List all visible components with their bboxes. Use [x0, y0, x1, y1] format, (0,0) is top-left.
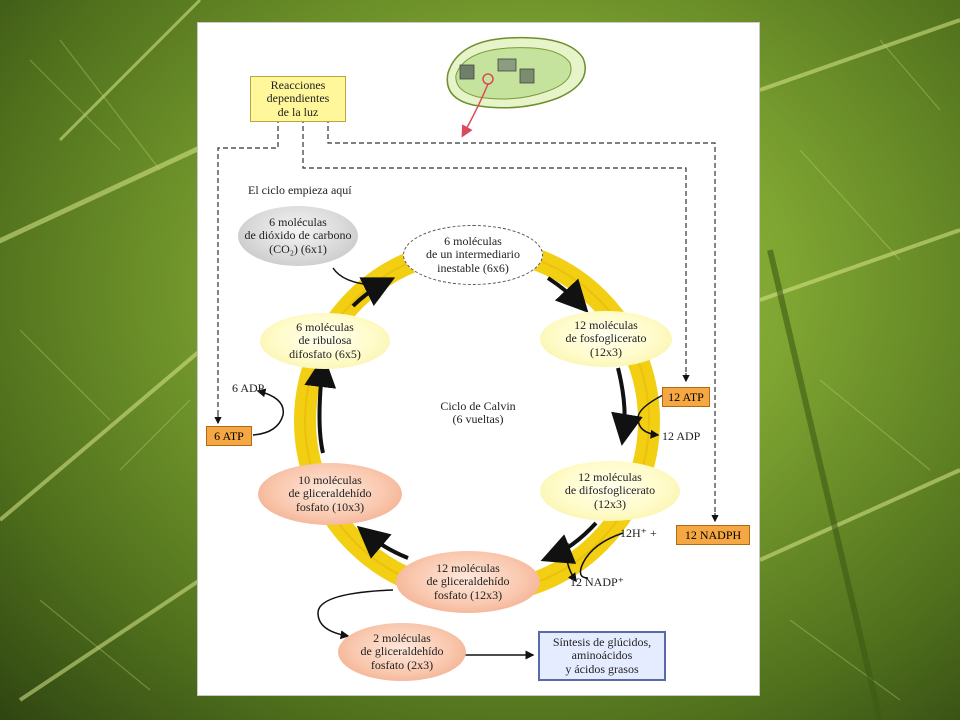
atp-12-box: 12 ATP: [662, 387, 710, 407]
light-reactions-box: Reacciones dependientes de la luz: [250, 76, 346, 122]
h-plus-label: 12H⁺ +: [620, 526, 657, 540]
g3p-2-node: 2 moléculas de gliceraldehído fosfato (2…: [338, 623, 466, 681]
nadp-12-label: 12 NADP⁺: [570, 575, 625, 589]
light-reaction-paths: [217, 118, 716, 513]
adp-12-label: 12 ADP: [662, 429, 701, 443]
nadph-12-box: 12 NADPH: [676, 525, 750, 545]
g3p-12-node: 12 moléculas de gliceraldehído fosfato (…: [396, 551, 540, 613]
diagram-panel: Reacciones dependientes de la luz El cic…: [197, 22, 760, 696]
synthesis-box: Síntesis de glúcidos, aminoácidos y ácid…: [538, 631, 666, 681]
cycle-arrows: [304, 276, 643, 564]
co2-node: 6 moléculas de dióxido de carbono (CO₂) …: [238, 206, 358, 266]
atp-6-box: 6 ATP: [206, 426, 252, 446]
rubp-node: 6 moléculas de ribulosa difosfato (6x5): [260, 313, 390, 369]
chloroplast-illustration: [446, 36, 586, 109]
adp-6-label: 6 ADP: [232, 381, 265, 395]
g3p-10-node: 10 moléculas de gliceraldehído fosfato (…: [258, 463, 402, 525]
unstable-intermediate-node: 6 moléculas de un intermediario inestabl…: [403, 225, 543, 285]
calvin-cycle-center-label: Ciclo de Calvin (6 vueltas): [440, 398, 516, 426]
cycle-start-label: El ciclo empieza aquí: [248, 183, 352, 197]
diphosphoglycerate-node: 12 moléculas de difosfoglicerato (12x3): [540, 461, 680, 521]
zoom-pointer: [461, 83, 489, 138]
phosphoglycerate-node: 12 moléculas de fosfoglicerato (12x3): [540, 311, 672, 367]
